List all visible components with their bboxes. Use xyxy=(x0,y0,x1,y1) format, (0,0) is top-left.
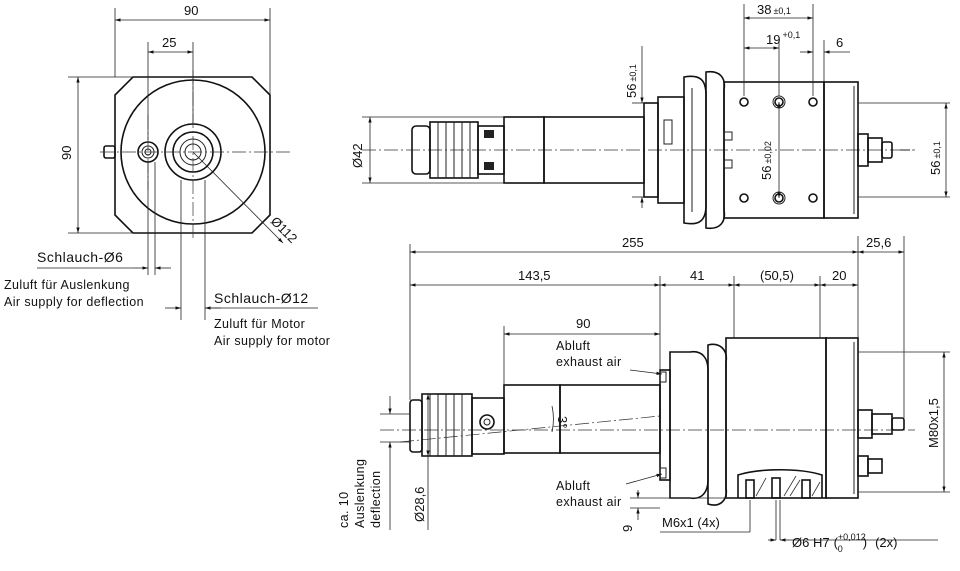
side-view-dimensions: 255 25,6 143,5 41 (50,5) 20 90 M80x1,5 3… xyxy=(380,235,950,542)
dim-41: 41 xyxy=(690,268,704,283)
dim-offset-25: 25 xyxy=(162,35,176,50)
dim-90: 90 xyxy=(576,316,590,331)
dim-143-5: 143,5 xyxy=(518,268,551,283)
exhaust-top-de: Abluft xyxy=(556,339,590,353)
deflection-label-1: ca. 10 xyxy=(337,492,351,528)
deflection-en-label: Air supply for deflection xyxy=(4,295,144,309)
top-view-dimensions: 38±0,1 19+0,1 6 56±0,1 56±0,02 56±0,1 Ø4… xyxy=(350,2,950,208)
exhaust-top-en: exhaust air xyxy=(556,355,622,369)
dim-56-right: 56±0,1 xyxy=(928,141,943,175)
front-view-labels: Schlauch-Ø6 Zuluft für Auslenkung Air su… xyxy=(4,249,330,348)
dim-6: 6 xyxy=(836,35,843,50)
front-view xyxy=(100,70,290,240)
dim-19: 19+0,1 xyxy=(766,30,800,47)
motor-en-label: Air supply for motor xyxy=(214,334,330,348)
deflection-de-label: Zuluft für Auslenkung xyxy=(4,278,130,292)
dim-3-degrees: 3° xyxy=(555,416,570,428)
dim-50-5: (50,5) xyxy=(760,268,794,283)
dim-25-6: 25,6 xyxy=(866,235,891,250)
dim-38: 38±0,1 xyxy=(757,2,791,17)
deflection-label-3: deflection xyxy=(369,470,383,528)
dim-m80: M80x1,5 xyxy=(926,398,941,448)
motor-de-label: Zuluft für Motor xyxy=(214,317,305,331)
dim-20: 20 xyxy=(832,268,846,283)
dim-m6: M6x1 (4x) xyxy=(662,515,720,530)
dim-56-left: 56±0,1 xyxy=(624,64,639,98)
dim-diameter-28-6: Ø28,6 xyxy=(412,487,427,522)
dim-56-mid: 56±0,02 xyxy=(759,141,774,180)
top-view xyxy=(362,70,915,230)
side-view xyxy=(380,337,915,506)
dim-diameter-112: Ø112 xyxy=(268,214,300,246)
exhaust-bottom-en: exhaust air xyxy=(556,495,622,509)
dim-width-90: 90 xyxy=(184,3,198,18)
dim-255: 255 xyxy=(622,235,644,250)
hose-12-label: Schlauch-Ø12 xyxy=(214,290,309,306)
side-view-labels: Abluft exhaust air Abluft exhaust air ca… xyxy=(337,339,897,554)
deflection-label-2: Auslenkung xyxy=(353,459,367,528)
dim-diameter-42: Ø42 xyxy=(350,143,365,168)
dim-height-90: 90 xyxy=(59,146,74,160)
dim-9: 9 xyxy=(620,525,635,532)
exhaust-bottom-de: Abluft xyxy=(556,479,590,493)
hose-6-label: Schlauch-Ø6 xyxy=(37,249,123,265)
